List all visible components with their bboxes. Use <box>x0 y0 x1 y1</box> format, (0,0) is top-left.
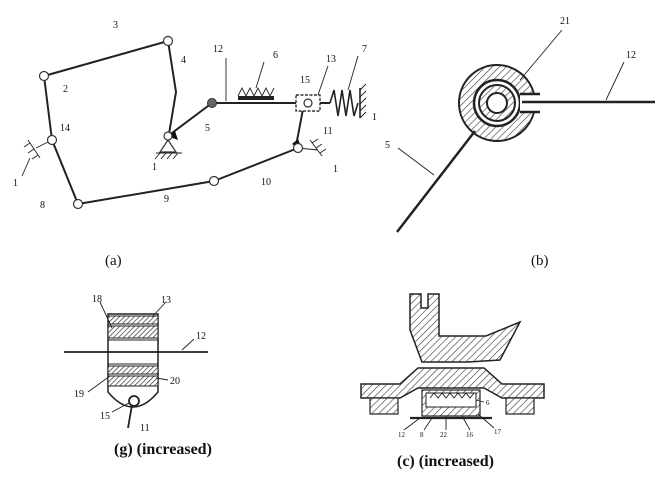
leader <box>461 415 471 431</box>
pin-15 <box>128 395 140 407</box>
leader-12 <box>181 338 195 351</box>
leader-21 <box>519 29 563 81</box>
link-5 <box>167 102 213 137</box>
joint <box>72 198 84 210</box>
link-8 <box>51 139 79 205</box>
label-2: 2 <box>63 84 68 95</box>
label-13: 13 <box>326 54 336 65</box>
link-2 <box>43 75 53 141</box>
leader-13 <box>151 301 167 318</box>
link-3 <box>43 39 178 141</box>
spring-6 <box>237 86 275 98</box>
label-20: 20 <box>170 376 180 387</box>
ground-hatch-14 <box>23 142 39 160</box>
label-7: 7 <box>362 44 367 55</box>
leader-1-left <box>21 157 31 177</box>
joint <box>292 142 304 154</box>
ground-support-left <box>158 138 178 153</box>
leader-15 <box>111 402 130 413</box>
joint-slider-15 <box>303 98 313 108</box>
joint <box>46 134 58 146</box>
pad-left <box>369 397 399 415</box>
label-17: 17 <box>494 428 502 436</box>
label-3: 3 <box>113 20 118 31</box>
label-5: 5 <box>205 123 210 134</box>
label-11: 11 <box>140 423 150 434</box>
label-6: 6 <box>486 399 490 407</box>
slot-edges <box>520 92 540 114</box>
leader-20 <box>155 377 169 381</box>
leader <box>255 61 265 89</box>
leader-18 <box>99 301 113 329</box>
joint-filled <box>207 98 217 108</box>
label-14: 14 <box>60 123 70 134</box>
spring-6-base <box>238 96 274 100</box>
block-13 <box>107 315 159 325</box>
leader <box>477 413 495 429</box>
leader <box>317 65 329 96</box>
leader-5 <box>397 147 435 176</box>
leader <box>475 399 485 403</box>
joint <box>208 175 220 187</box>
axle-core <box>486 92 508 114</box>
panel-g-caption: (g) (increased) <box>114 441 212 458</box>
inner-spring-window <box>425 392 477 408</box>
foot-shank <box>409 293 522 363</box>
label-12: 12 <box>196 331 206 342</box>
leader-19 <box>87 375 111 393</box>
panel-b-label: (b) <box>531 253 549 269</box>
label-15: 15 <box>100 411 110 422</box>
foot-plate <box>360 367 545 399</box>
spring-7 <box>329 89 359 117</box>
panel-b-detail: 21 12 5 (b) <box>385 16 655 269</box>
joint <box>162 35 174 47</box>
leader <box>423 417 433 431</box>
ground-hatch-left <box>154 152 179 160</box>
label-21: 21 <box>560 16 570 27</box>
label-16: 16 <box>466 431 474 439</box>
label-13: 13 <box>161 295 171 306</box>
panel-a-linkage: 1 1 1 1 2 3 4 5 6 7 8 9 10 11 12 13 14 1… <box>13 20 377 269</box>
label-9: 9 <box>164 194 169 205</box>
label-8: 8 <box>420 431 424 439</box>
joint <box>163 131 173 141</box>
label-18: 18 <box>92 294 102 305</box>
label-1-left: 1 <box>13 178 18 189</box>
panel-c-caption: (c) (increased) <box>397 453 494 470</box>
label-5: 5 <box>385 140 390 151</box>
label-19: 19 <box>74 389 84 400</box>
label-1-spring: 1 <box>372 112 377 123</box>
label-1-right: 1 <box>333 164 338 175</box>
label-10: 10 <box>261 177 271 188</box>
label-12: 12 <box>626 50 636 61</box>
link-10 <box>213 147 299 182</box>
panel-a-label: (a) <box>105 253 122 269</box>
arm-5 <box>396 130 476 233</box>
label-4: 4 <box>181 55 186 66</box>
label-6: 6 <box>273 50 278 61</box>
label-22: 22 <box>440 431 448 439</box>
panel-g-section: 18 13 12 19 20 15 11 (g) (increased) <box>64 294 212 458</box>
label-8: 8 <box>40 200 45 211</box>
label-15: 15 <box>300 75 310 86</box>
label-11: 11 <box>323 126 333 137</box>
block-18 <box>107 325 159 339</box>
link-11 <box>127 404 133 429</box>
label-12: 12 <box>398 431 406 439</box>
block-19 <box>107 365 159 375</box>
link-9 <box>77 180 215 205</box>
spring-16 <box>429 392 475 399</box>
label-1-center: 1 <box>152 162 157 173</box>
joint <box>38 70 50 82</box>
ground-hatch-11 <box>311 138 327 154</box>
leader-12 <box>605 61 625 101</box>
label-12: 12 <box>213 44 223 55</box>
pad-right <box>505 397 535 415</box>
ground-hatch-7 <box>359 83 367 119</box>
leader <box>403 417 421 431</box>
block-20 <box>107 375 159 387</box>
leader <box>347 55 359 91</box>
panel-c-section: 12 8 22 16 17 6 (c) (increased) <box>360 293 545 470</box>
